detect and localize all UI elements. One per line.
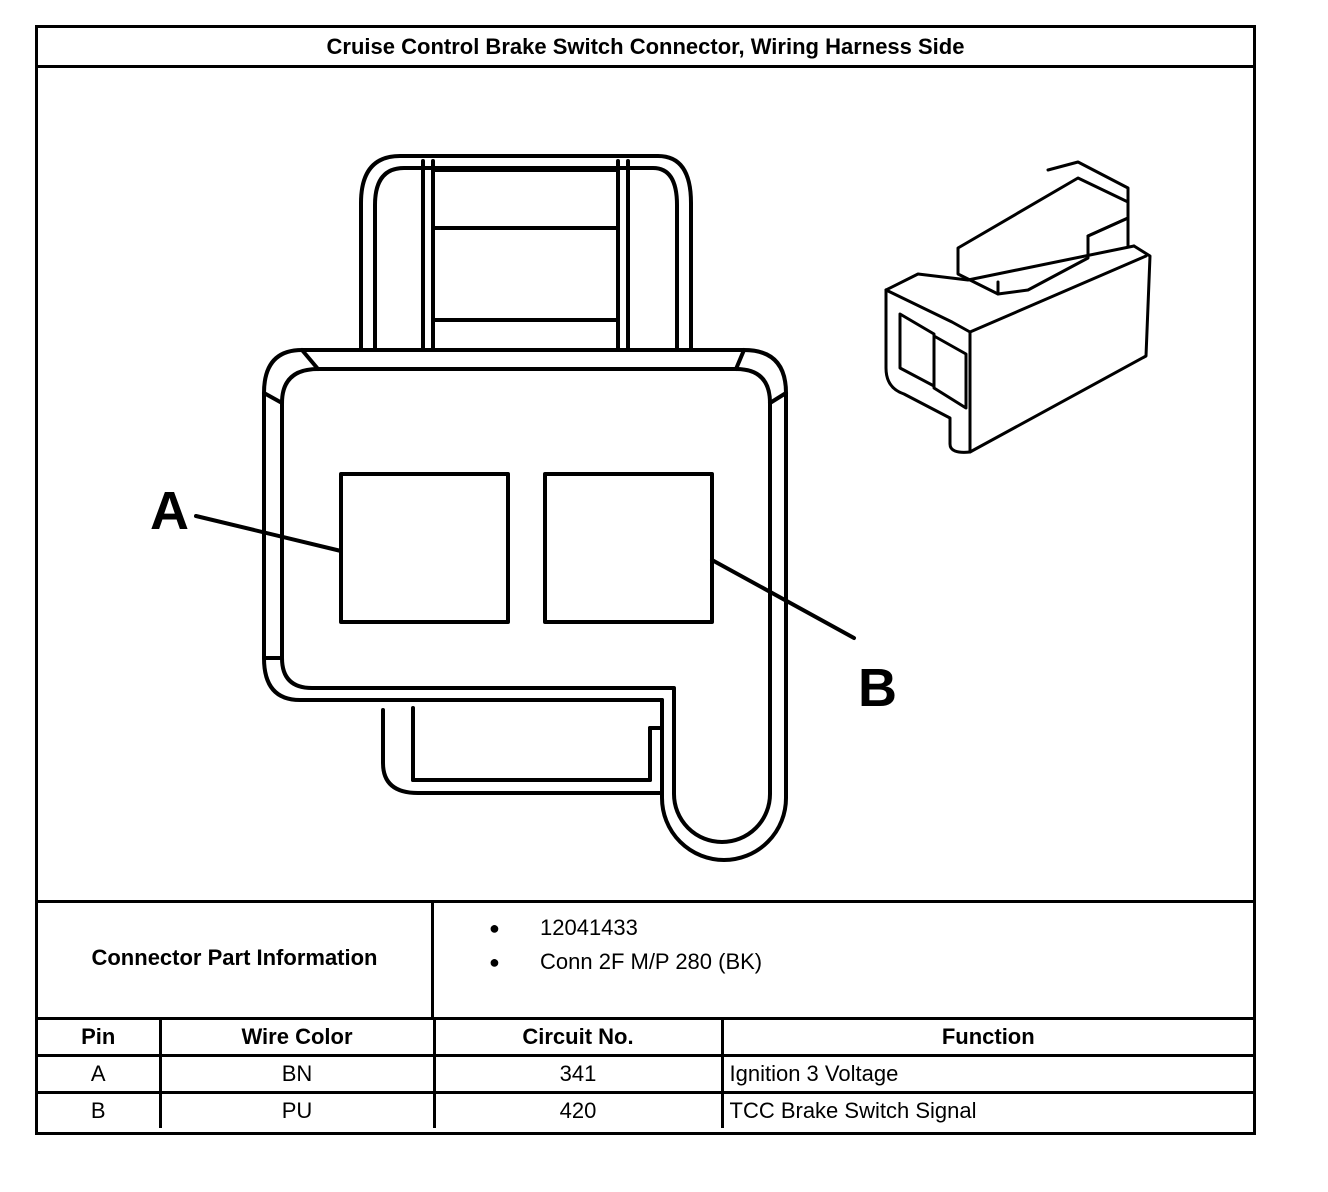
col-header-wire-color: Wire Color: [158, 1017, 436, 1057]
col-header-circuit-no: Circuit No.: [432, 1017, 724, 1057]
leader-line-b: [710, 558, 856, 640]
cell-function: Ignition 3 Voltage: [720, 1054, 1253, 1094]
part-number: 12041433: [540, 915, 638, 940]
cavity-b: [543, 472, 714, 624]
list-item: ● 12041433: [434, 911, 762, 945]
leader-line-a: [194, 514, 343, 553]
table-row: B PU 420 TCC Brake Switch Signal: [38, 1091, 1253, 1128]
cell-pin: A: [38, 1054, 162, 1094]
connector-part-info: Connector Part Information ● 12041433 ● Co…: [38, 900, 1253, 1017]
connector-description: Conn 2F M/P 280 (BK): [540, 949, 763, 974]
bullet-icon: ●: [489, 952, 500, 972]
cell-wire-color: PU: [158, 1091, 436, 1128]
connector-part-info-label: Connector Part Information: [38, 903, 434, 1017]
cell-circuit-no: 420: [432, 1091, 724, 1128]
table-row: A BN 341 Ignition 3 Voltage: [38, 1054, 1253, 1094]
connector-diagram: A B: [150, 154, 1152, 862]
cavity-a: [339, 472, 510, 624]
connector-latch: [359, 154, 693, 352]
table-header-row: Pin Wire Color Circuit No. Function: [38, 1017, 1253, 1057]
list-item: ● Conn 2F M/P 280 (BK): [434, 945, 762, 979]
bullet-icon: ●: [489, 918, 500, 938]
pin-label-a: A: [150, 481, 189, 541]
col-header-function: Function: [720, 1017, 1253, 1057]
connector-part-info-list: ● 12041433 ● Conn 2F M/P 280 (BK): [434, 911, 762, 979]
cell-circuit-no: 341: [432, 1054, 724, 1094]
sheet-title: Cruise Control Brake Switch Connector, W…: [38, 28, 1253, 68]
cell-function: TCC Brake Switch Signal: [720, 1091, 1253, 1128]
col-header-pin: Pin: [38, 1017, 162, 1057]
pin-label-b: B: [858, 658, 897, 718]
connector-body: [262, 348, 788, 862]
cell-wire-color: BN: [158, 1054, 436, 1094]
connector-sheet: Cruise Control Brake Switch Connector, W…: [35, 25, 1256, 1135]
cell-pin: B: [38, 1091, 162, 1128]
connector-isometric-view: [884, 160, 1152, 454]
pin-table: Pin Wire Color Circuit No. Function A BN…: [38, 1017, 1253, 1128]
